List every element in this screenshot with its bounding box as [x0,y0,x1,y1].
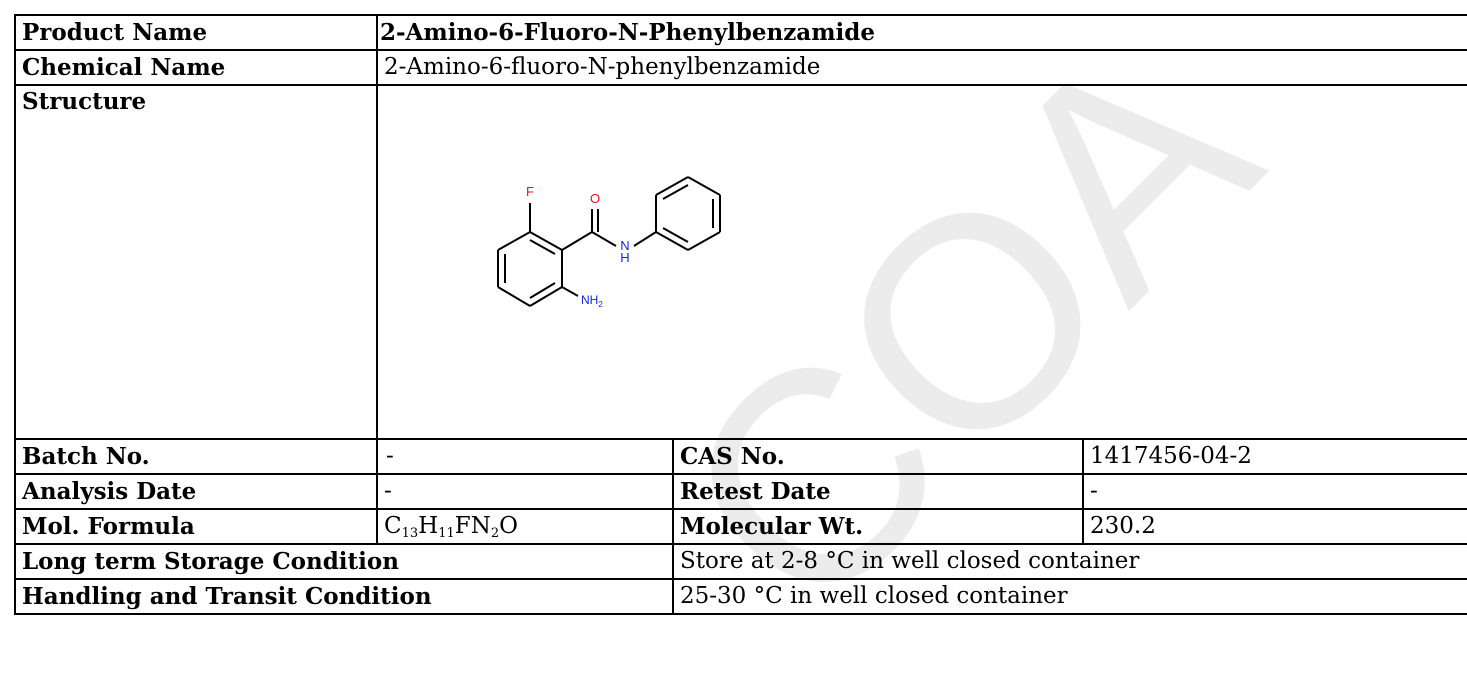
storage-value: Store at 2-8 °C in well closed container [671,543,1467,580]
storage-row: Long term Storage Condition Store at 2-8… [14,543,1467,580]
handling-value: 25-30 °C in well closed container [671,578,1467,615]
hydrogen-label: H [620,250,629,265]
oxygen-label: O [590,191,600,206]
chemical-name-value: 2-Amino-6-fluoro-N-phenylbenzamide [375,49,1467,86]
amine-label: NH2 [581,293,603,309]
molecular-wt-label: Molecular Wt. [672,508,1084,545]
handling-row: Handling and Transit Condition 25-30 °C … [14,578,1467,615]
product-name-label: Product Name [14,14,378,51]
nitrogen-label: N [620,238,629,253]
storage-label: Long term Storage Condition [14,543,674,580]
structure-image: F O N H NH2 [497,176,721,309]
mol-formula-value: C13H11FN2O [376,508,674,545]
batch-no-label: Batch No. [14,438,378,475]
product-name-value: 2-Amino-6-Fluoro-N-Phenylbenzamide [375,14,1467,51]
chemical-name-label: Chemical Name [14,49,378,86]
analysis-date-label: Analysis Date [14,473,378,510]
structure-label: Structure [14,84,378,440]
batch-no-value: - [376,438,674,475]
analysis-date-value: - [376,473,674,510]
structure-row: Structure [14,84,1467,440]
analysis-row: Analysis Date - Retest Date - [14,473,1467,510]
coa-table: Product Name 2-Amino-6-Fluoro-N-Phenylbe… [14,14,1467,615]
mol-formula-label: Mol. Formula [14,508,378,545]
retest-date-label: Retest Date [672,473,1084,510]
molecular-wt-value: 230.2 [1081,508,1467,545]
product-row: Product Name 2-Amino-6-Fluoro-N-Phenylbe… [14,14,1467,51]
formula-row: Mol. Formula C13H11FN2O Molecular Wt. 23… [14,508,1467,545]
fluorine-label: F [526,184,534,199]
cas-no-label: CAS No. [672,438,1084,475]
retest-date-value: - [1081,473,1467,510]
handling-label: Handling and Transit Condition [14,578,674,615]
chemical-row: Chemical Name 2-Amino-6-fluoro-N-phenylb… [14,49,1467,86]
cas-no-value: 1417456-04-2 [1081,438,1467,475]
structure-cell: F O N H NH2 [375,84,1467,440]
batch-row: Batch No. - CAS No. 1417456-04-2 [14,438,1467,475]
